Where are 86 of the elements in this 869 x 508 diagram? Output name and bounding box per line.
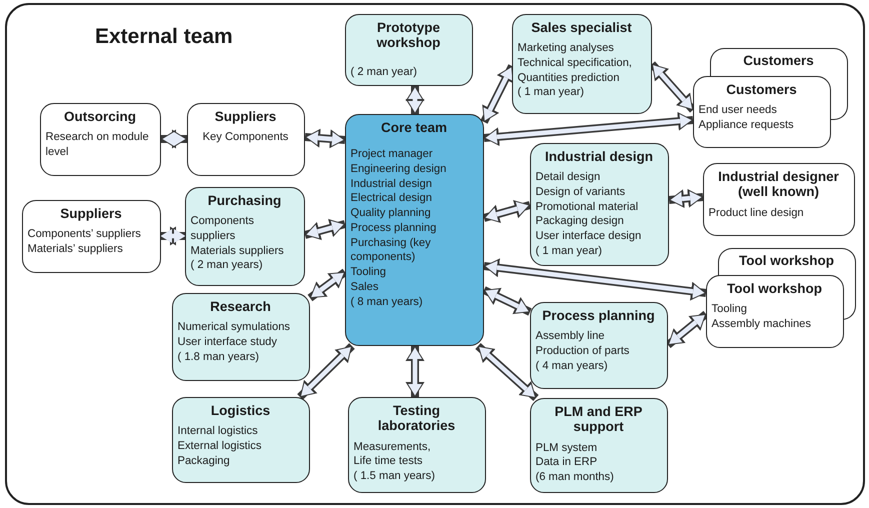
core-team-box xyxy=(344,114,484,346)
box-text: Internal logistics xyxy=(178,424,259,439)
box-text: ( 2 man year) xyxy=(350,64,418,80)
box-heading: Suppliers xyxy=(59,206,123,222)
box-text: Assembly machines xyxy=(712,316,812,332)
box-text: Technical specification, xyxy=(518,56,633,71)
box-text: Materials’ suppliers xyxy=(28,242,124,257)
box-heading: Prototype workshop xyxy=(376,20,442,51)
box-text: Measurements, xyxy=(354,440,432,454)
box-heading: Suppliers xyxy=(214,108,278,124)
box-heading: Logistics xyxy=(210,402,272,418)
box-heading: Purchasing xyxy=(206,192,282,208)
box-heading: Core team xyxy=(380,120,448,136)
box-text: Detail design xyxy=(536,170,602,185)
box-heading: Sales specialist xyxy=(530,20,633,36)
box-text: Industrial design xyxy=(350,176,433,192)
team-frame xyxy=(5,3,865,505)
unit-box xyxy=(706,274,844,348)
box-heading: Testing laboratories xyxy=(376,402,456,434)
box-text: ( 1.8 man years) xyxy=(178,350,260,364)
unit-box xyxy=(692,76,830,148)
box-text: Components suppliers xyxy=(190,214,255,244)
unit-box xyxy=(702,162,854,236)
box-text: User interface study xyxy=(178,334,278,350)
box-text: Materials suppliers xyxy=(190,244,285,258)
box-heading: Tool workshop xyxy=(726,280,823,296)
box-text: ( 4 man years) xyxy=(536,358,609,374)
box-text: User interface design xyxy=(536,229,642,244)
box-text: Sales xyxy=(350,280,380,295)
box-text: PLM system xyxy=(536,440,598,456)
frame-heading: External team xyxy=(95,25,233,49)
box-text: Quality planning xyxy=(350,206,432,221)
box-text: ( 1 man year) xyxy=(536,244,604,259)
box-text: Marketing analyses xyxy=(518,41,615,56)
box-text: ( 2 man years) xyxy=(190,258,264,274)
box-text: Engineering design xyxy=(350,162,448,177)
box-heading: PLM and ERP support xyxy=(554,404,644,435)
unit-box xyxy=(718,248,856,276)
box-text: Promotional material xyxy=(536,200,640,214)
box-heading: Research xyxy=(209,298,272,314)
unit-box xyxy=(512,14,652,114)
box-text: Components’ suppliers xyxy=(28,227,142,242)
unit-box xyxy=(186,102,304,176)
box-text: Assembly line xyxy=(536,329,606,344)
box-text: Life time tests xyxy=(354,454,424,470)
box-text: Research on module level xyxy=(46,130,150,160)
box-text: Numerical symulations xyxy=(178,320,292,335)
unit-box xyxy=(172,292,310,380)
box-text: Packaging xyxy=(178,454,231,468)
box-heading: Customers xyxy=(742,52,815,68)
box-text: Product line design xyxy=(708,206,805,220)
unit-box xyxy=(530,302,668,388)
unit-box xyxy=(530,142,668,266)
unit-box xyxy=(184,186,304,286)
box-text: Process planning xyxy=(350,220,438,236)
box-text: Appliance requests xyxy=(698,118,795,133)
box-text: (6 man months) xyxy=(536,470,615,485)
box-text: Project manager xyxy=(350,147,434,162)
unit-box xyxy=(172,396,310,482)
unit-box xyxy=(348,396,486,492)
box-heading: Outsorcing xyxy=(62,108,137,124)
box-text: Electrical design xyxy=(350,191,433,206)
box-heading: Industrial design xyxy=(544,148,654,164)
unit-box xyxy=(22,200,160,272)
unit-box xyxy=(344,14,472,86)
box-text: ( 8 man years) xyxy=(350,294,424,310)
box-text: Key Components xyxy=(202,130,290,145)
box-text: Purchasing (key components) xyxy=(350,236,432,266)
box-heading: Process planning xyxy=(541,308,656,324)
box-heading: Customers xyxy=(725,82,798,98)
unit-box xyxy=(40,102,160,176)
box-text: Design of variants xyxy=(536,184,626,200)
box-heading: Tool workshop xyxy=(738,252,835,268)
box-text: Tooling xyxy=(712,302,748,317)
box-text: Production of parts xyxy=(536,344,630,359)
box-text: Data in ERP xyxy=(536,455,598,470)
box-text: Quantities prediction xyxy=(518,70,620,86)
unit-box xyxy=(710,48,848,76)
box-text: ( 1.5 man years) xyxy=(354,469,436,484)
box-text: External logistics xyxy=(178,438,262,454)
box-text: ( 1 man year) xyxy=(518,85,586,100)
box-text: Packaging design xyxy=(536,214,625,230)
unit-box xyxy=(530,398,668,492)
box-text: End user needs xyxy=(698,103,778,118)
box-text: Tooling xyxy=(350,265,387,280)
box-heading: Industrial designer (well known) xyxy=(717,168,840,200)
